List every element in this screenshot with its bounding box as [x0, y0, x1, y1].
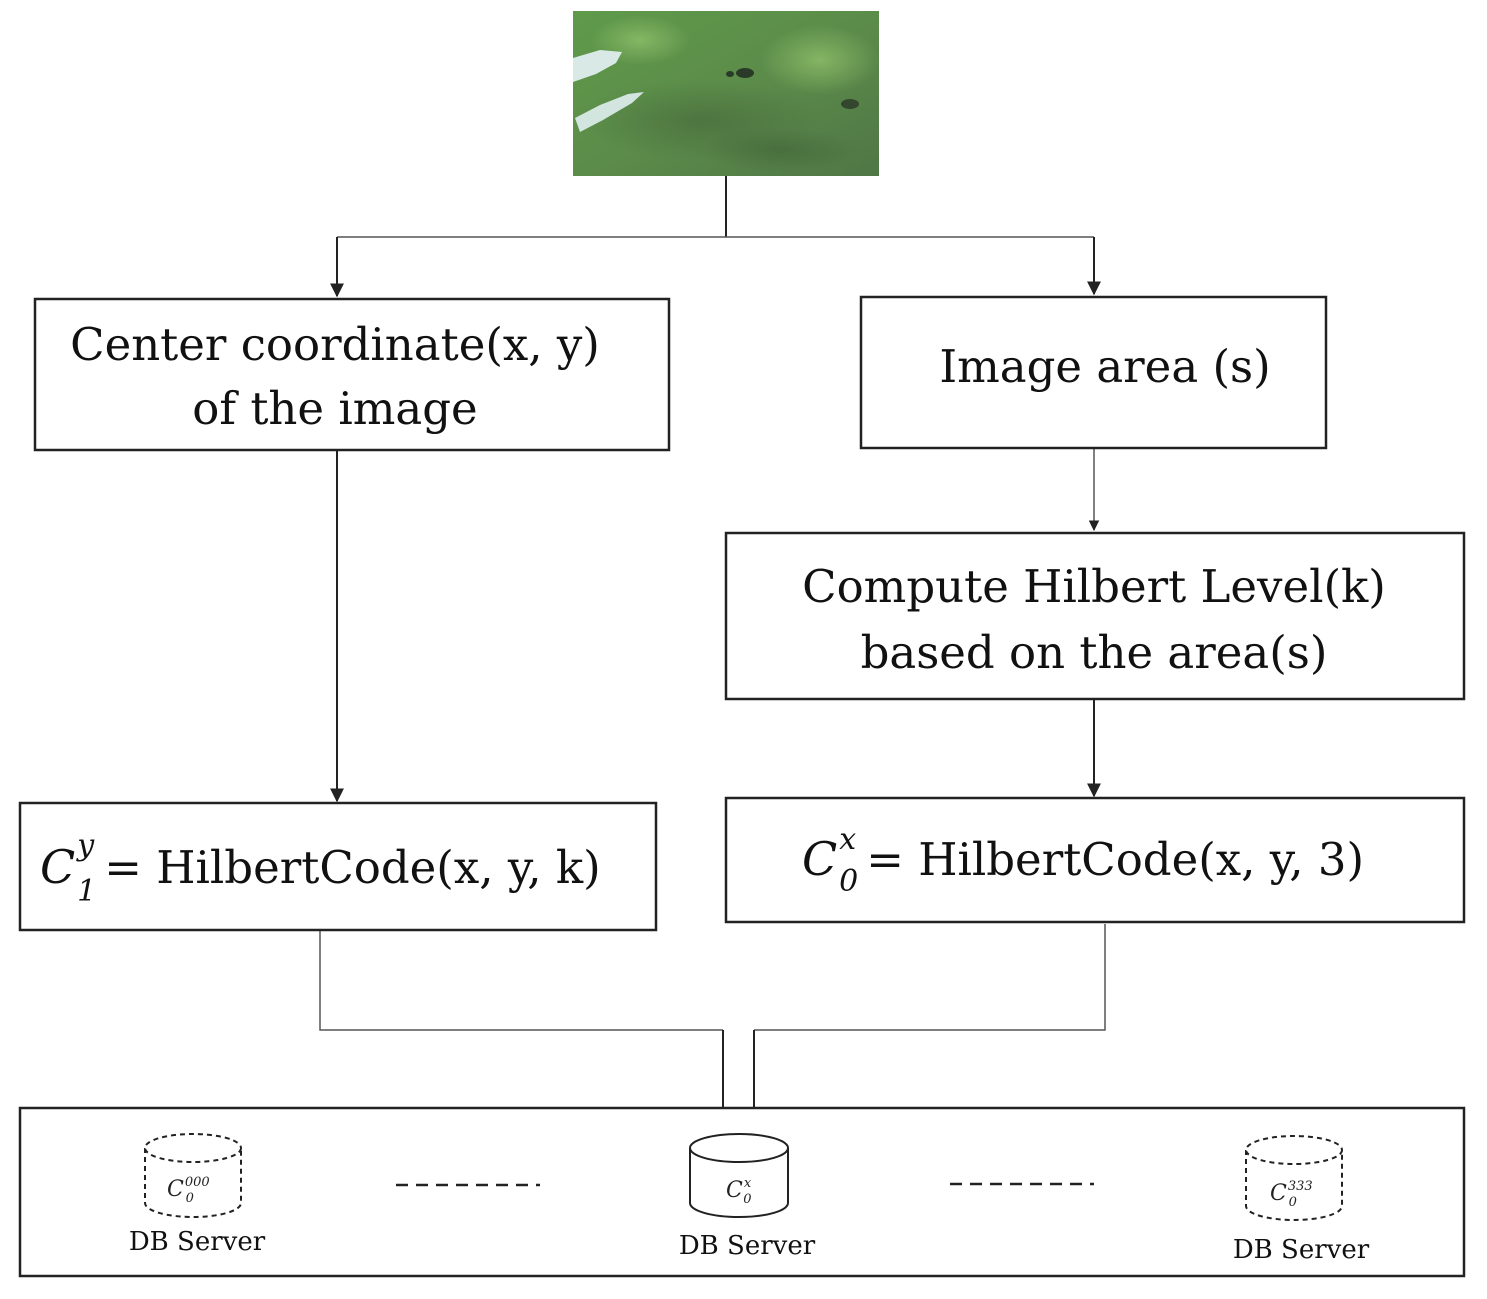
compute-level-box: Compute Hilbert Level(k) based on the ar…: [724, 531, 1466, 701]
center-coordinate-line1: Center coordinate(x, y): [70, 318, 600, 371]
center-coordinate-box: Center coordinate(x, y) of the image: [33, 297, 671, 452]
db-server-target-label: DB Server: [679, 1231, 816, 1261]
satellite-image: [573, 11, 880, 176]
center-coordinate-line2: of the image: [192, 382, 477, 435]
image-area-text: Image area (s): [939, 340, 1270, 393]
db-server-333-label: DB Server: [1233, 1235, 1370, 1265]
compute-level-line1: Compute Hilbert Level(k): [802, 560, 1386, 613]
compute-level-line2: based on the area(s): [861, 626, 1328, 679]
image-area-box: Image area (s): [859, 295, 1328, 450]
db-server-000-label: DB Server: [129, 1227, 266, 1257]
